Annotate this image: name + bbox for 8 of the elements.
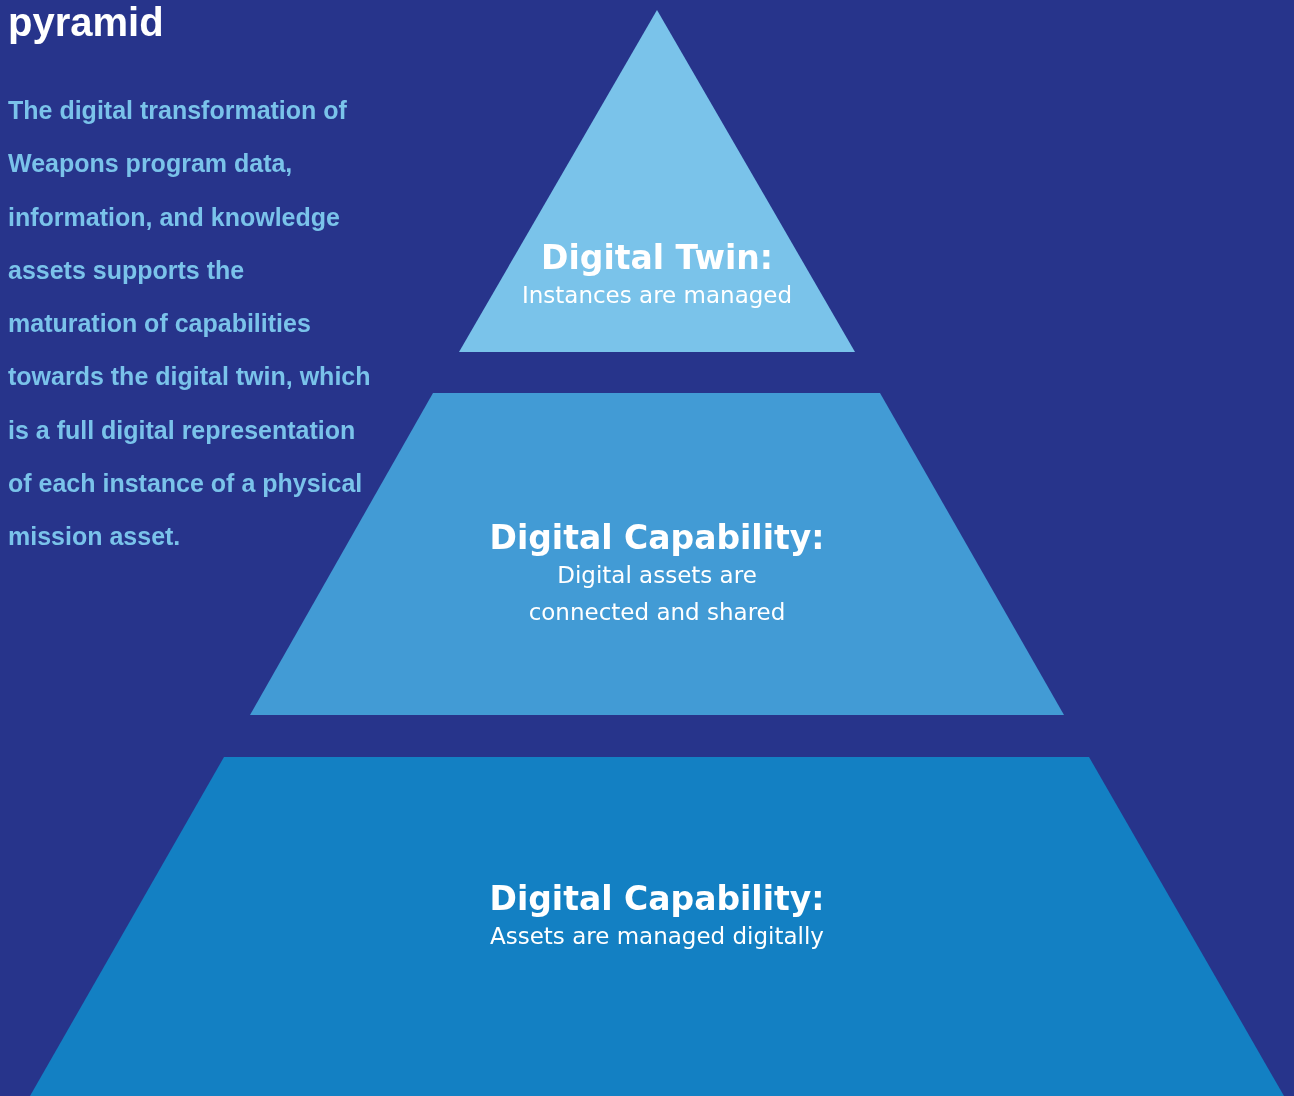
tier-heading: Digital Capability: <box>489 879 825 918</box>
tier-description: Assets are managed digitally <box>490 922 824 951</box>
tier-heading: Digital Twin: <box>541 238 773 277</box>
tier-heading: Digital Capability: <box>489 518 825 557</box>
tier-description: Digital assets are connected and shared <box>527 561 787 627</box>
title: pyramid <box>8 0 164 44</box>
tier-description: Instances are managed <box>521 281 793 310</box>
description-paragraph: The digital transformation of Weapons program data, information, and knowledge assets supports the maturation of capabilities towards the digital twin, which is a full digital representation of each instance of a physical mission asset. <box>8 95 372 553</box>
